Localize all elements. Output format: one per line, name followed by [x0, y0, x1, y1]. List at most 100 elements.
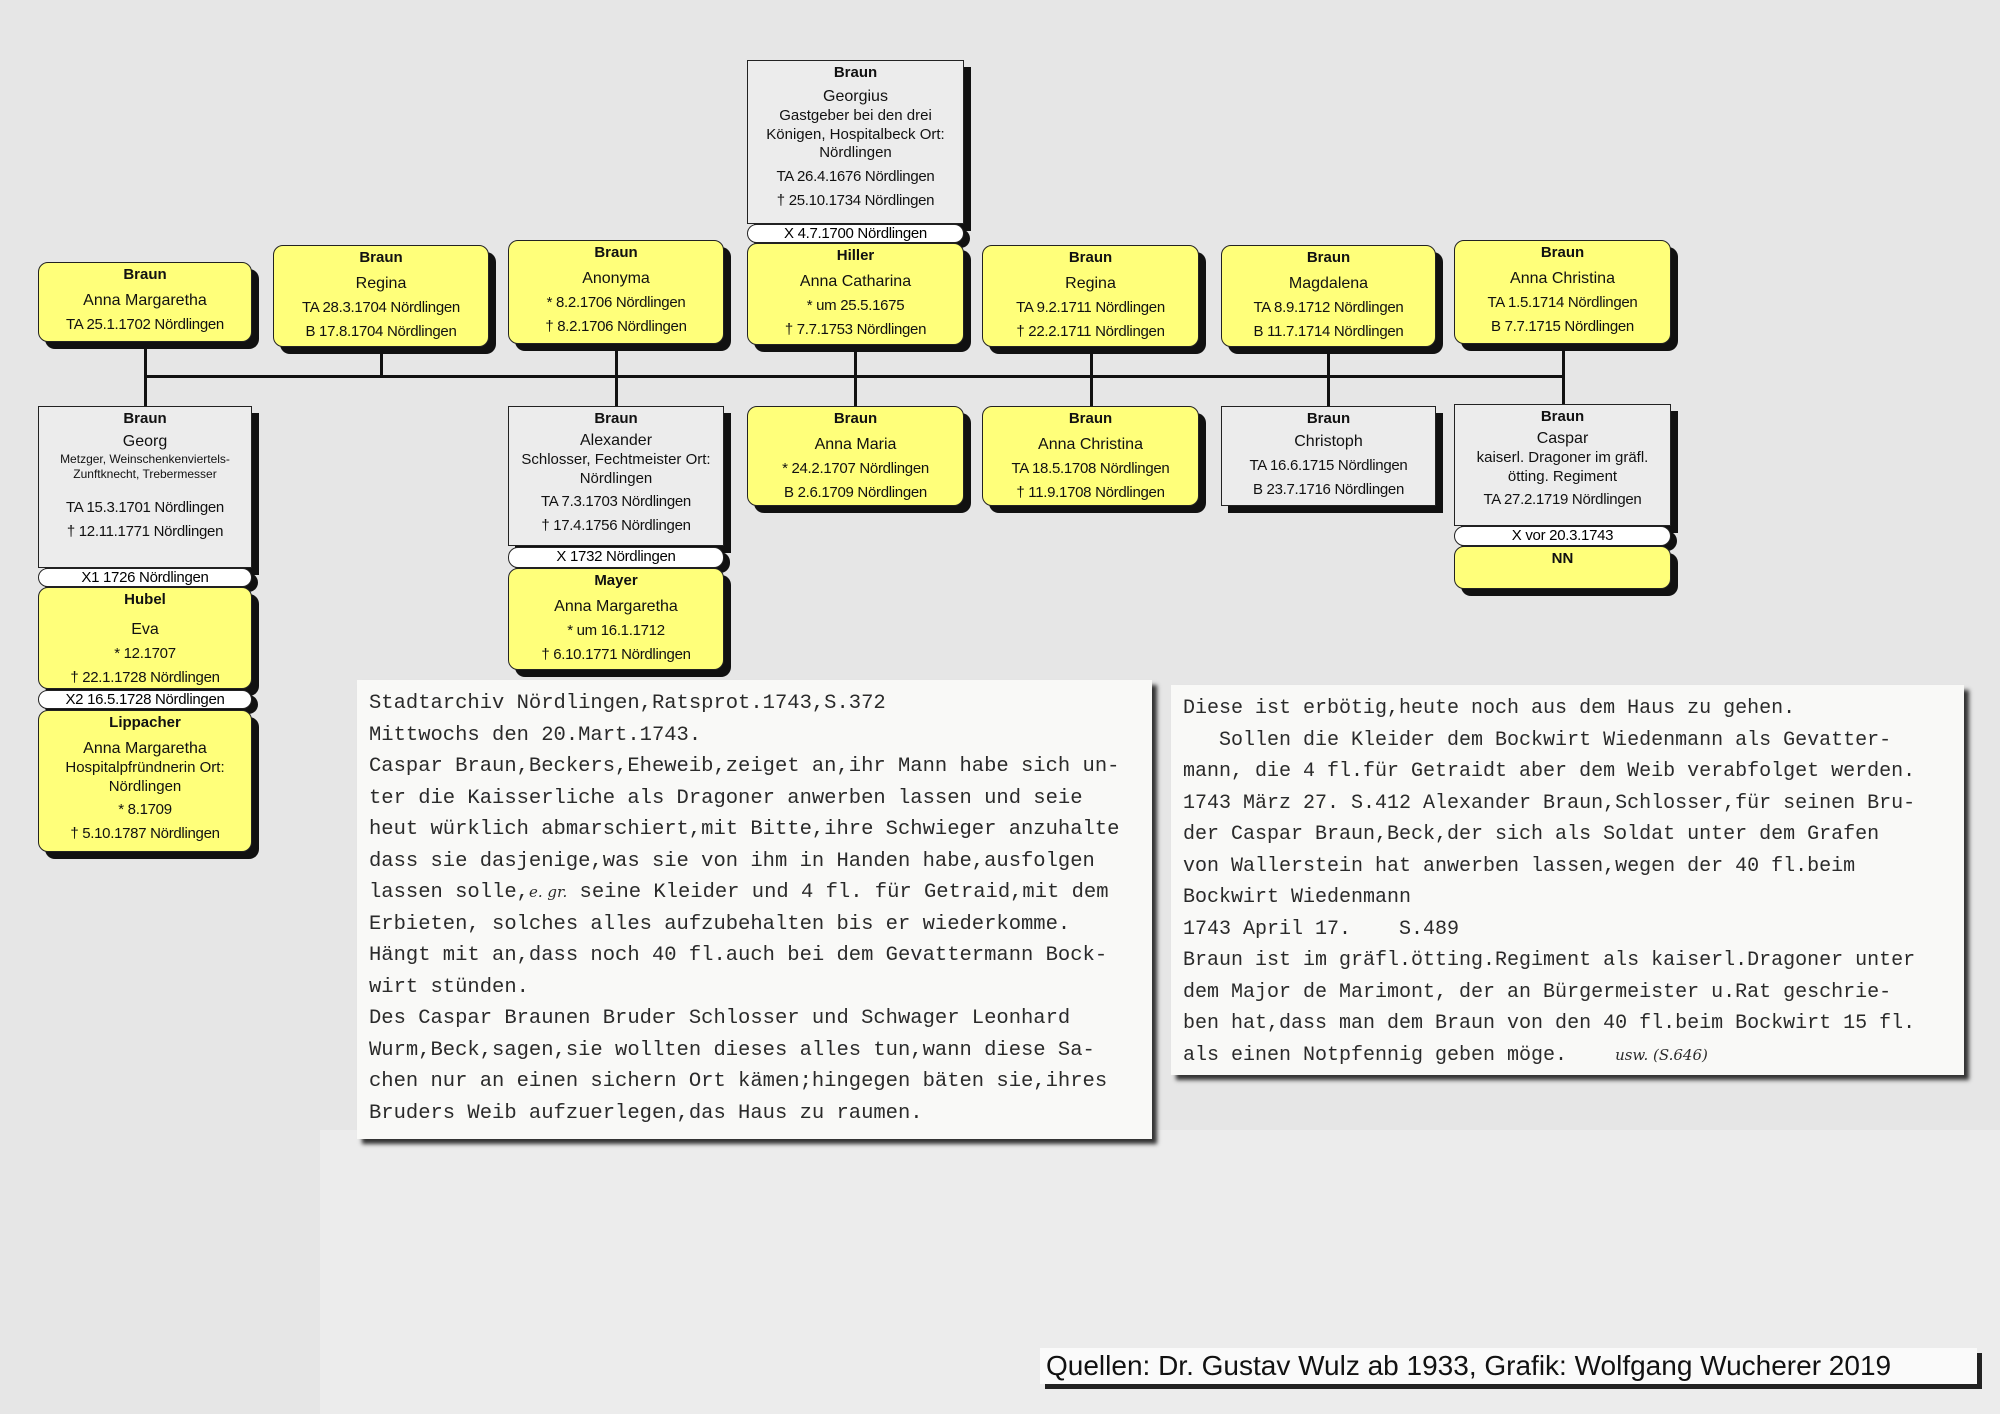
- event: TA 7.3.1703 Nördlingen: [541, 493, 691, 511]
- occupation: Gastgeber bei den drei Königen, Hospital…: [766, 106, 945, 162]
- source-caption: Quellen: Dr. Gustav Wulz ab 1933, Grafik…: [1040, 1348, 1977, 1384]
- marriage-label-georg-1: X1 1726 Nördlingen: [38, 568, 252, 587]
- doc1-line: Des Caspar Braunen Bruder Schlosser und …: [369, 1007, 1071, 1030]
- doc1-line: heut würklich abmarschiert,mit Bitte,ihr…: [369, 818, 1120, 841]
- doc1-line: Erbieten, solches alles aufzubehalten bi…: [369, 912, 1071, 936]
- person-box-anna-christina-1708[interactable]: Braun Anna Christina TA 18.5.1708 Nördli…: [982, 406, 1199, 506]
- person-box-georg[interactable]: Braun Georg Metzger, Weinschenkenviertel…: [38, 406, 252, 568]
- person-box-hiller[interactable]: Hiller Anna Catharina * um 25.5.1675 † 7…: [747, 243, 964, 345]
- doc2-line: Bockwirt Wiedenmann: [1183, 886, 1412, 909]
- person-box-caspar[interactable]: Braun Caspar kaiserl. Dragoner im gräfl.…: [1454, 404, 1671, 526]
- marriage-label-caspar: X vor 20.3.1743: [1454, 526, 1671, 546]
- event: B 2.6.1709 Nördlingen: [784, 483, 927, 501]
- marriage-label-alexander: X 1732 Nördlingen: [508, 547, 724, 568]
- given-name: Regina: [355, 274, 407, 292]
- event: † 6.10.1771 Nördlingen: [541, 645, 691, 663]
- event: TA 8.9.1712 Nördlingen: [1253, 298, 1404, 316]
- doc1-line: dass sie dasjenige,was sie von ihm in Ha…: [369, 849, 1095, 873]
- given-name: Caspar: [1536, 429, 1589, 447]
- archive-transcript-1: Stadtarchiv Nördlingen,Ratsprot.1743,S.3…: [357, 680, 1152, 1139]
- event: TA 16.6.1715 Nördlingen: [1249, 456, 1408, 474]
- person-box-anna-christina-1714[interactable]: Braun Anna Christina TA 1.5.1714 Nördlin…: [1454, 240, 1671, 344]
- person-box-mayer[interactable]: Mayer Anna Margaretha * um 16.1.1712 † 6…: [508, 568, 724, 670]
- doc2-line: dem Major de Marimont, der an Bürgermeis…: [1183, 980, 1892, 1004]
- given-name: Georg: [122, 432, 168, 450]
- person-box-regina-1704[interactable]: Braun Regina TA 28.3.1704 Nördlingen B 1…: [273, 245, 489, 347]
- doc1-line: Mittwochs den 20.Mart.1743.: [369, 723, 702, 747]
- doc1-line: Wurm,Beck,sagen,sie wollten dieses alles…: [369, 1038, 1095, 1062]
- given-name: Magdalena: [1288, 274, 1369, 292]
- event: † 5.10.1787 Nördlingen: [70, 825, 220, 842]
- surname: Braun: [1540, 244, 1585, 261]
- surname: NN: [1551, 550, 1574, 567]
- person-box-magdalena[interactable]: Braun Magdalena TA 8.9.1712 Nördlingen B…: [1221, 245, 1436, 347]
- event: † 17.4.1756 Nördlingen: [541, 517, 691, 534]
- doc2-line: Sollen die Kleider dem Bockwirt Wiedenma…: [1183, 728, 1892, 752]
- surname: Hubel: [124, 591, 166, 608]
- given-name: Anna Margaretha: [554, 597, 678, 615]
- doc2-line: ben hat,dass man dem Braun von den 40 fl…: [1183, 1012, 1916, 1035]
- given-name: Anna Margaretha: [83, 291, 207, 309]
- event: TA 26.4.1676 Nördlingen: [776, 168, 935, 185]
- event: * 24.2.1707 Nördlingen: [782, 459, 929, 477]
- parent-drop-line: [854, 345, 857, 377]
- doc1-line: wirt stünden.: [369, 975, 529, 999]
- child-line-1: [144, 342, 147, 406]
- event: TA 1.5.1714 Nördlingen: [1487, 293, 1638, 311]
- event: B 17.8.1704 Nördlingen: [305, 322, 457, 340]
- surname: Braun: [594, 410, 638, 427]
- occupation: kaiserl. Dragoner im gräfl. ötting. Regi…: [1476, 448, 1649, 485]
- person-box-anna-maria[interactable]: Braun Anna Maria * 24.2.1707 Nördlingen …: [747, 406, 964, 506]
- doc1-line: Bruders Weib aufzuerlegen,das Haus zu ra…: [369, 1101, 923, 1125]
- event: † 12.11.1771 Nördlingen: [66, 522, 224, 540]
- person-box-christoph[interactable]: Braun Christoph TA 16.6.1715 Nördlingen …: [1221, 406, 1436, 506]
- event: TA 28.3.1704 Nördlingen: [302, 298, 460, 316]
- person-box-regina-1711[interactable]: Braun Regina TA 9.2.1711 Nördlingen † 22…: [982, 245, 1199, 347]
- doc1-line: ter die Kaisserliche als Dragoner anwerb…: [369, 786, 1083, 810]
- person-box-lippacher[interactable]: Lippacher Anna Margaretha Hospitalpfründ…: [38, 710, 252, 852]
- marriage-label-parents: X 4.7.1700 Nördlingen: [747, 224, 964, 243]
- surname: Braun: [1540, 408, 1585, 425]
- doc1-line-rest: seine Kleider und 4 fl. für Getraid,mit …: [567, 881, 1109, 904]
- event: * um 25.5.1675: [806, 296, 905, 314]
- event: * 12.1707: [114, 644, 176, 662]
- event: B 23.7.1716 Nördlingen: [1252, 480, 1405, 498]
- person-box-alexander[interactable]: Braun Alexander Schlosser, Fechtmeister …: [508, 406, 724, 546]
- event: TA 18.5.1708 Nördlingen: [1011, 459, 1170, 477]
- doc1-line: Caspar Braun,Beckers,Eheweib,zeiget an,i…: [369, 755, 1120, 778]
- given-name: Alexander: [579, 431, 653, 449]
- child-line-5: [1090, 347, 1093, 406]
- doc1-line-start: lassen solle,: [369, 881, 529, 904]
- person-box-nn[interactable]: NN: [1454, 546, 1671, 589]
- event: † 22.1.1728 Nördlingen: [70, 668, 220, 686]
- doc2-line: von Wallerstein hat anwerben lassen,wege…: [1183, 854, 1856, 878]
- surname: Braun: [1306, 249, 1351, 266]
- person-box-hubel[interactable]: Hubel Eva * 12.1707 † 22.1.1728 Nördling…: [38, 587, 252, 689]
- person-box-georgius[interactable]: Braun Georgius Gastgeber bei den drei Kö…: [747, 60, 964, 224]
- child-line-3: [615, 344, 618, 406]
- person-box-anonyma[interactable]: Braun Anonyma * 8.2.1706 Nördlingen † 8.…: [508, 240, 724, 344]
- child-line-6: [1327, 347, 1330, 406]
- person-box-anna-margaretha[interactable]: Braun Anna Margaretha TA 25.1.1702 Nördl…: [38, 262, 252, 342]
- surname: Braun: [123, 410, 167, 427]
- occupation: Hospitalpfründnerin Ort: Nördlingen: [65, 758, 225, 795]
- child-line-4: [854, 376, 857, 406]
- child-line-2: [380, 347, 383, 377]
- doc2-line: mann, die 4 fl.für Getraidt aber dem Wei…: [1183, 760, 1916, 783]
- event: TA 15.3.1701 Nördlingen: [66, 498, 224, 516]
- event: B 7.7.1715 Nördlingen: [1491, 317, 1634, 335]
- surname: Braun: [1068, 410, 1113, 427]
- doc2-line: Braun ist im gräfl.ötting.Regiment als k…: [1183, 949, 1916, 972]
- marriage-label-georg-2: X2 16.5.1728 Nördlingen: [38, 690, 252, 709]
- given-name: Anonyma: [582, 269, 650, 287]
- event: TA 9.2.1711 Nördlingen: [1016, 298, 1165, 316]
- event: TA 27.2.1719 Nördlingen: [1483, 491, 1642, 509]
- given-name: Georgius: [823, 87, 888, 105]
- doc1-line: lassen solle,e. gr. seine Kleider und 4 …: [369, 877, 1152, 909]
- archive-transcript-2: Diese ist erbötig,heute noch aus dem Hau…: [1171, 685, 1964, 1075]
- surname: Braun: [359, 249, 403, 266]
- event: B 11.7.1714 Nördlingen: [1253, 322, 1404, 340]
- surname: Braun: [123, 266, 167, 283]
- doc1-line: Hängt mit an,dass noch 40 fl.auch bei de…: [369, 944, 1108, 967]
- event: † 7.7.1753 Nördlingen: [784, 320, 927, 338]
